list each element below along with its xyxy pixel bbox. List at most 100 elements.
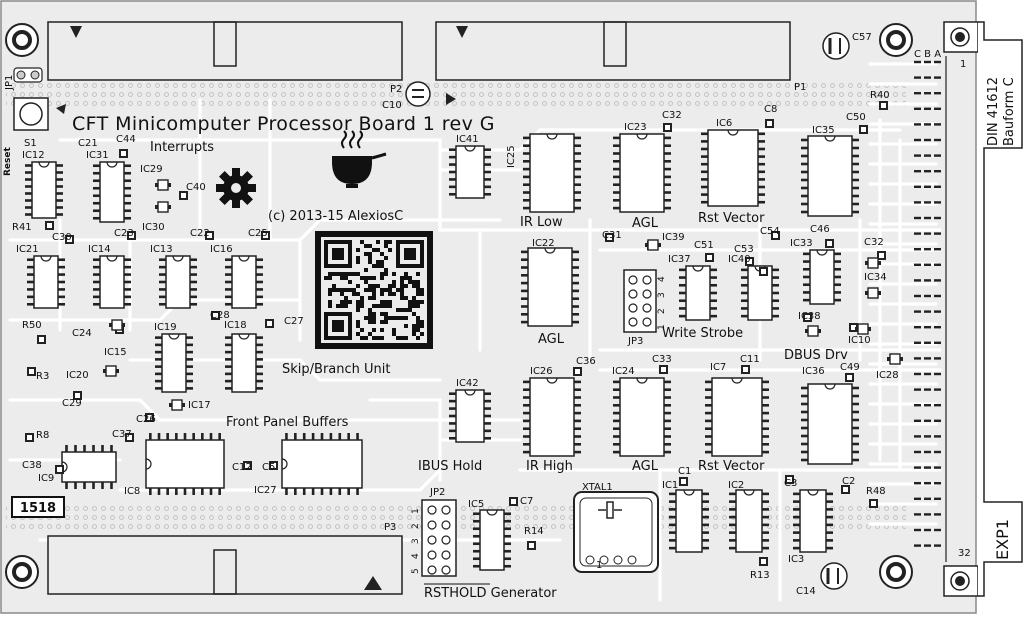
din-connector	[914, 21, 1023, 597]
ref-ic17: IC17	[188, 400, 211, 411]
pin1-arrow	[446, 93, 456, 105]
jp1-jumper[interactable]	[13, 67, 43, 83]
ref-jp3-p1: 1	[657, 324, 667, 330]
ref-c38: C38	[22, 460, 42, 471]
label-rst-vector-1: Rst Vector	[698, 211, 765, 226]
qr-code	[315, 231, 433, 349]
cooking-pot-icon	[332, 130, 387, 188]
capacitor-c57	[822, 32, 850, 60]
chip-ic41	[449, 145, 491, 199]
ref-jp2-p4: 4	[411, 553, 421, 559]
ref-r3: R3	[36, 371, 49, 382]
ref-r14: R14	[524, 526, 544, 537]
chip-ic26	[523, 377, 581, 457]
header-p3	[47, 535, 403, 595]
chip-ic13	[159, 255, 197, 309]
label-rst-vector-2: Rst Vector	[698, 459, 765, 474]
label-interrupts: Interrupts	[150, 140, 214, 155]
chip-ic14	[93, 255, 131, 309]
ref-c26: C26	[136, 414, 156, 425]
chip-ic9	[61, 445, 117, 489]
ref-jp3-p3: 3	[657, 292, 667, 298]
ref-c11: C11	[740, 354, 760, 365]
ref-c32a: C32	[662, 110, 682, 121]
ref-s1: S1	[24, 138, 37, 149]
label-skip-branch: Skip/Branch Unit	[282, 362, 390, 377]
ref-ic19: IC19	[154, 322, 177, 333]
copyright-text: (c) 2013-15 AlexiosC	[268, 209, 403, 224]
header-p2	[47, 21, 403, 81]
ref-c44: C44	[116, 134, 136, 145]
ref-c1: C1	[678, 466, 691, 477]
ref-c22: C22	[190, 228, 210, 239]
ref-jp3: JP3	[627, 336, 643, 347]
chip-ic1	[669, 489, 709, 553]
ref-c21: C21	[78, 138, 98, 149]
ref-ic37: IC37	[668, 254, 691, 265]
label-dbus-drv: DBUS Drv	[784, 348, 848, 363]
exp-label: EXP1	[993, 519, 1012, 560]
reset-switch[interactable]	[13, 97, 66, 131]
ref-ic38: IC38	[798, 311, 821, 322]
chip-ic8	[145, 433, 225, 495]
ref-jp2: JP2	[429, 487, 445, 498]
reset-label: Reset	[3, 147, 13, 176]
gear-icon	[216, 168, 256, 208]
ref-ic24: IC24	[612, 366, 635, 377]
ref-ic33: IC33	[790, 238, 813, 249]
ref-c5: C5	[262, 462, 275, 473]
chip-ic33	[803, 249, 841, 305]
ref-c12: C12	[232, 462, 252, 473]
jp3-jumper[interactable]	[623, 269, 657, 333]
ref-ic5: IC5	[468, 499, 484, 510]
label-agl-2: AGL	[538, 332, 565, 347]
ref-xtal-pin: 1	[596, 560, 602, 571]
ref-ic2: IC2	[728, 480, 744, 491]
ref-ic30: IC30	[142, 222, 165, 233]
chip-ic16	[225, 255, 263, 309]
ref-ic9: IC9	[38, 473, 54, 484]
ref-c14: C14	[796, 586, 816, 597]
chip-ic6	[701, 129, 765, 207]
board-number-box	[11, 496, 65, 518]
chip-ic18	[225, 333, 263, 393]
din-row-labels: C B A	[914, 49, 941, 60]
smd-parts	[25, 101, 903, 566]
board-title: CFT Minicomputer Processor Board 1 rev G	[72, 113, 495, 135]
ref-c51: C51	[694, 240, 714, 251]
ref-ic25: IC25	[506, 145, 517, 168]
ref-ic28: IC28	[876, 370, 899, 381]
ref-ic8: IC8	[124, 486, 140, 497]
ref-c25: C25	[248, 228, 268, 239]
ref-c8: C8	[764, 104, 777, 115]
reference-designators: JP1 S1 P2 C10 P1 C57 R40 C50 C8 C32 IC23…	[4, 32, 899, 597]
label-front-panel: Front Panel Buffers	[226, 415, 349, 430]
mounting-hole-br	[879, 555, 913, 589]
din-label: DIN 41612	[986, 77, 1001, 146]
chip-ic35	[801, 135, 859, 217]
ref-ic27: IC27	[254, 485, 277, 496]
ref-ic20: IC20	[66, 370, 89, 381]
ref-jp2-p5: 5	[411, 568, 421, 574]
label-ibus-hold: IBUS Hold	[418, 459, 482, 474]
ref-p3: P3	[384, 522, 396, 533]
capacitor-c10	[405, 81, 431, 107]
ref-jp3-p4: 4	[657, 276, 667, 282]
ref-ic7: IC7	[710, 362, 726, 373]
ref-c7: C7	[520, 496, 533, 507]
ref-ic31: IC31	[86, 150, 109, 161]
ref-c33: C33	[652, 354, 672, 365]
ref-ic40: IC40	[728, 254, 751, 265]
ref-c31: C31	[602, 230, 622, 241]
chip-ic25	[523, 133, 581, 213]
ref-c27: C27	[284, 316, 304, 327]
ref-ic6: IC6	[716, 118, 732, 129]
ref-ic22: IC22	[532, 238, 555, 249]
jp2-jumper[interactable]	[421, 499, 457, 577]
ref-jp2-p1: 1	[411, 508, 421, 514]
ref-c36: C36	[576, 356, 596, 367]
label-ir-high: IR High	[526, 459, 573, 474]
ref-ic10: IC10	[848, 335, 871, 346]
ref-c53: C53	[734, 244, 754, 255]
